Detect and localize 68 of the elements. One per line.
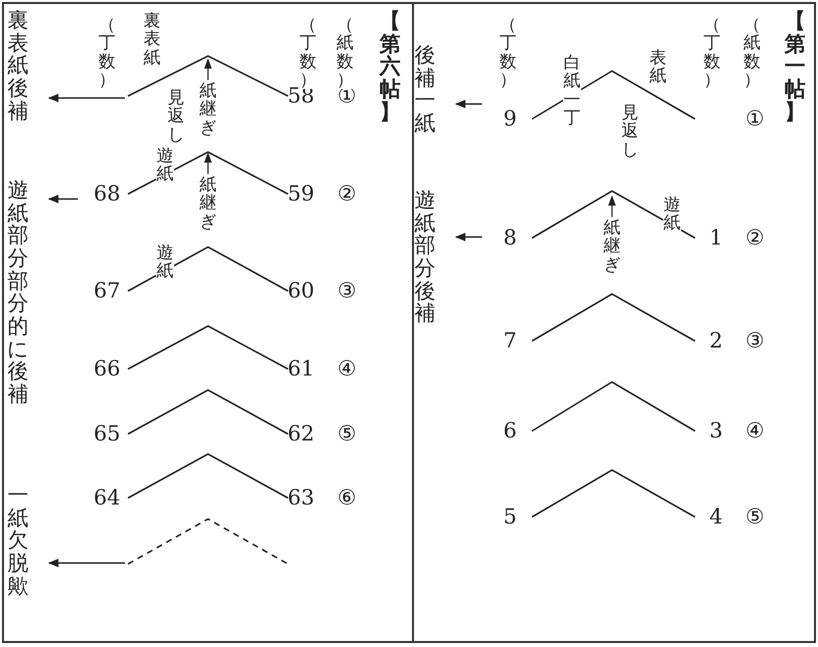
note-text: 一紙欠脱歟 <box>6 484 30 598</box>
sheet-number: ① <box>746 108 764 130</box>
sheet-number: ⑥ <box>338 488 356 508</box>
page-number: 6 <box>503 420 517 442</box>
folded-sheet-drawing <box>532 470 695 517</box>
note-text: 遊紙部分部分的に後補 <box>6 179 30 406</box>
folded-sheet-drawing <box>128 326 288 369</box>
page-number: 63 <box>288 488 314 508</box>
column-heading: （紙数） <box>743 16 761 90</box>
sheet-number: ② <box>338 184 356 204</box>
leaf-label: 見返し <box>167 89 185 144</box>
page-number: 66 <box>94 358 120 380</box>
page-number: 4 <box>709 506 723 528</box>
panel-frame <box>412 2 816 643</box>
column-heading: （丁数） <box>299 16 317 90</box>
page-number: 9 <box>503 108 517 130</box>
arrow <box>454 100 482 108</box>
page-number: 59 <box>288 184 314 204</box>
folded-sheet-drawing <box>532 382 695 431</box>
folded-sheet-drawing <box>532 191 695 238</box>
sheet-number: ② <box>746 228 764 248</box>
sheet-number: ④ <box>338 358 356 380</box>
leaf-label: 裏表紙 <box>143 12 161 68</box>
missing-sheet-drawing <box>128 519 288 564</box>
arrow <box>454 232 482 242</box>
page-number: 7 <box>503 330 517 352</box>
page-number: 60 <box>288 280 314 302</box>
page-number: 8 <box>503 228 517 248</box>
note-text: 後補一紙 <box>414 44 436 135</box>
page-number: 68 <box>94 184 120 204</box>
page-number: 3 <box>709 420 723 442</box>
page-number: 67 <box>94 280 120 302</box>
page-number: 64 <box>94 488 120 508</box>
join-label: 紙継ぎ <box>199 176 217 232</box>
column-heading: （紙数） <box>336 16 354 90</box>
arrow <box>48 94 125 102</box>
page-number: 61 <box>288 358 314 380</box>
sheet-number: ⑤ <box>746 506 764 528</box>
page-number: 2 <box>709 330 723 352</box>
folded-sheet-drawing <box>128 454 288 498</box>
section-heading: 【第一帖】 <box>784 10 806 124</box>
sheet-number: ③ <box>338 280 356 302</box>
sheet-number: ⑤ <box>338 424 356 444</box>
column-heading: （丁数） <box>703 16 721 90</box>
note-text: 裏表紙後補 <box>6 9 30 122</box>
panel-frame <box>2 2 414 643</box>
page-number: 1 <box>709 228 723 248</box>
page-number: 62 <box>288 424 314 444</box>
join-label: 紙継ぎ <box>603 219 621 274</box>
leaf-label: 遊紙 <box>663 196 681 233</box>
leaf-label: 表紙 <box>649 49 667 86</box>
leaf-label: 白紙一丁 <box>563 54 581 128</box>
section-heading: 【第六帖】 <box>378 10 402 124</box>
page-number: 5 <box>503 506 517 528</box>
leaf-label: 遊紙 <box>156 147 174 184</box>
leaf-label: 見返し <box>621 104 639 160</box>
arrow <box>48 558 125 568</box>
folded-sheet-drawing <box>128 390 288 434</box>
join-label: 紙継ぎ <box>199 82 217 138</box>
note-text: 遊紙部分後補 <box>414 189 436 326</box>
column-heading: （丁数） <box>499 16 517 90</box>
arrow <box>48 194 78 204</box>
sheet-number: ④ <box>746 420 764 442</box>
sheet-number: ③ <box>746 330 764 352</box>
page-number: 65 <box>94 424 120 444</box>
leaf-label: 遊紙 <box>156 244 174 281</box>
folded-sheet-drawing <box>532 294 695 341</box>
column-heading: （丁数） <box>98 16 116 90</box>
